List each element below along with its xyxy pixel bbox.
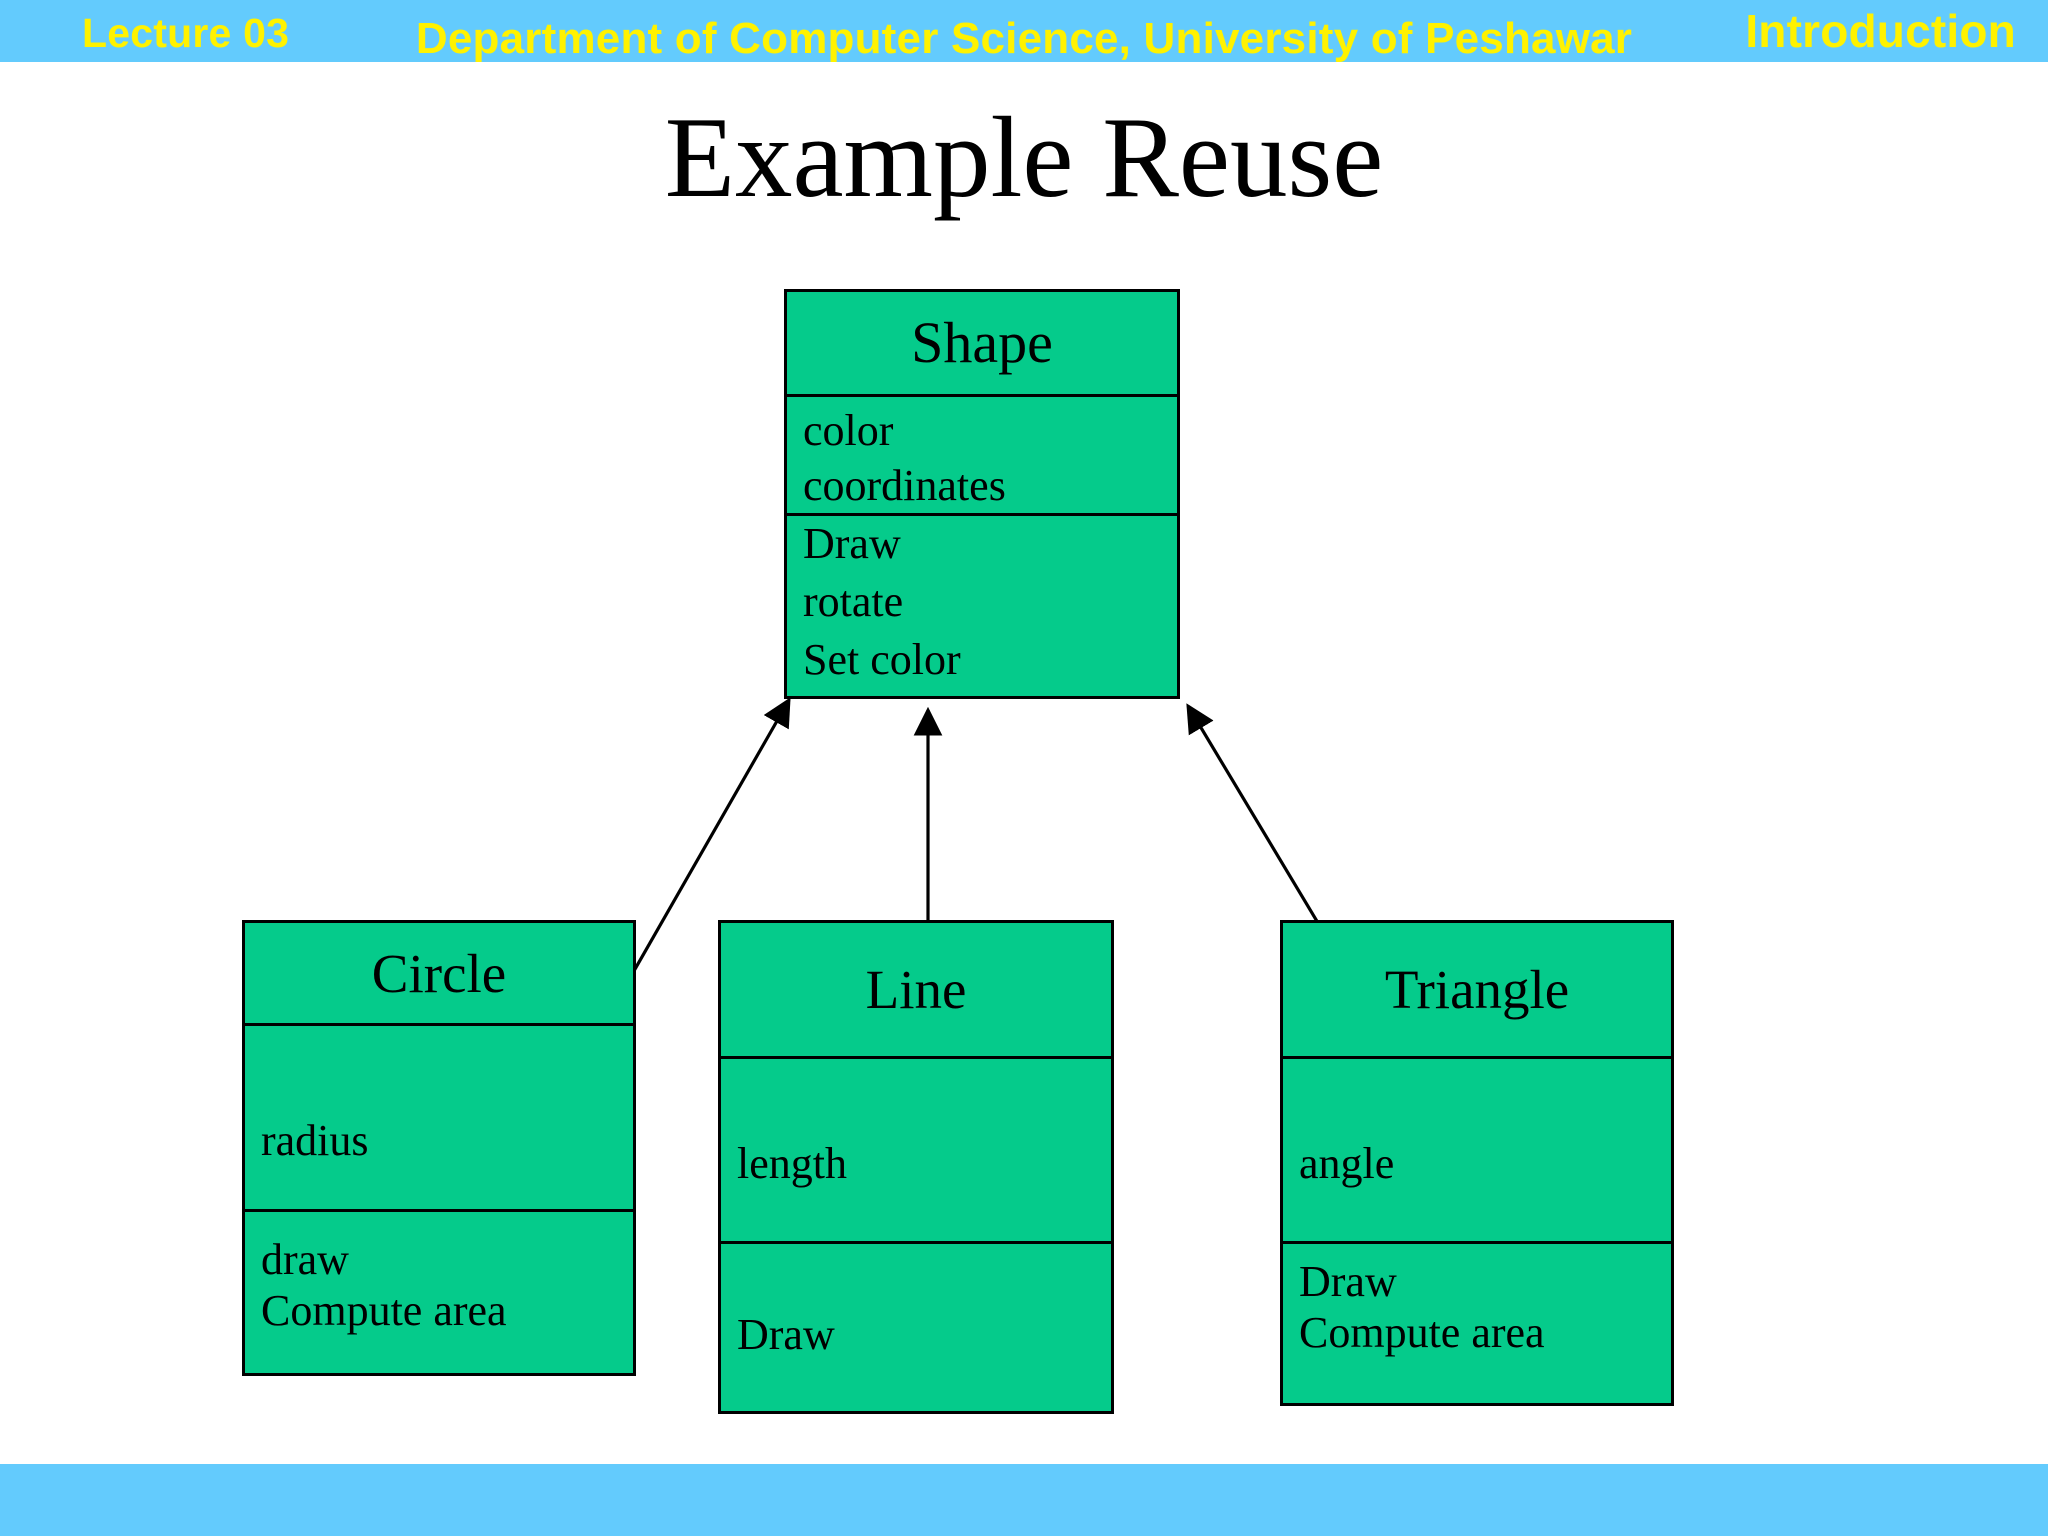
attributes-shape: color coordinates: [787, 394, 1177, 513]
operation-item: draw: [261, 1235, 349, 1284]
attribute-item: radius: [261, 1116, 369, 1165]
operations-triangle: Draw Compute area: [1283, 1241, 1671, 1403]
operation-item: rotate: [803, 577, 904, 626]
operation-item: Draw: [803, 519, 901, 568]
operations-line: Draw: [721, 1241, 1111, 1411]
attributes-triangle: angle: [1283, 1056, 1671, 1241]
uml-class-line[interactable]: Line length Draw: [718, 920, 1114, 1414]
class-name-circle: Circle: [371, 942, 507, 1004]
operation-item: Draw: [1299, 1257, 1397, 1306]
uml-class-circle[interactable]: Circle radius draw Compute area: [242, 920, 636, 1376]
footer-bar: [0, 1464, 2048, 1536]
header-bar: [0, 0, 2048, 62]
lecture-label: Lecture 03: [82, 10, 290, 56]
attribute-item: length: [737, 1139, 847, 1188]
class-name-shape: Shape: [911, 310, 1053, 375]
operation-item: Draw: [737, 1310, 835, 1359]
operation-item: Set color: [803, 635, 961, 684]
class-name-triangle: Triangle: [1384, 959, 1570, 1020]
operations-shape: Draw rotate Set color: [787, 513, 1177, 696]
attribute-item: angle: [1299, 1139, 1395, 1188]
class-name-line: Line: [865, 959, 967, 1020]
operations-circle: draw Compute area: [245, 1209, 633, 1373]
attributes-line: length: [721, 1056, 1111, 1241]
uml-class-shape[interactable]: Shape color coordinates Draw rotate Set …: [784, 289, 1180, 699]
section-label: Introduction: [1745, 5, 2016, 57]
footer-label: Department of Computer Science, Universi…: [415, 14, 1633, 63]
attributes-circle: radius: [245, 1023, 633, 1209]
attribute-item: color: [803, 406, 894, 455]
attribute-item: coordinates: [803, 461, 1006, 510]
operation-item: Compute area: [1299, 1308, 1545, 1357]
operation-item: Compute area: [261, 1286, 507, 1335]
uml-class-triangle[interactable]: Triangle angle Draw Compute area: [1280, 920, 1674, 1406]
page-title: Example Reuse: [664, 94, 1384, 221]
